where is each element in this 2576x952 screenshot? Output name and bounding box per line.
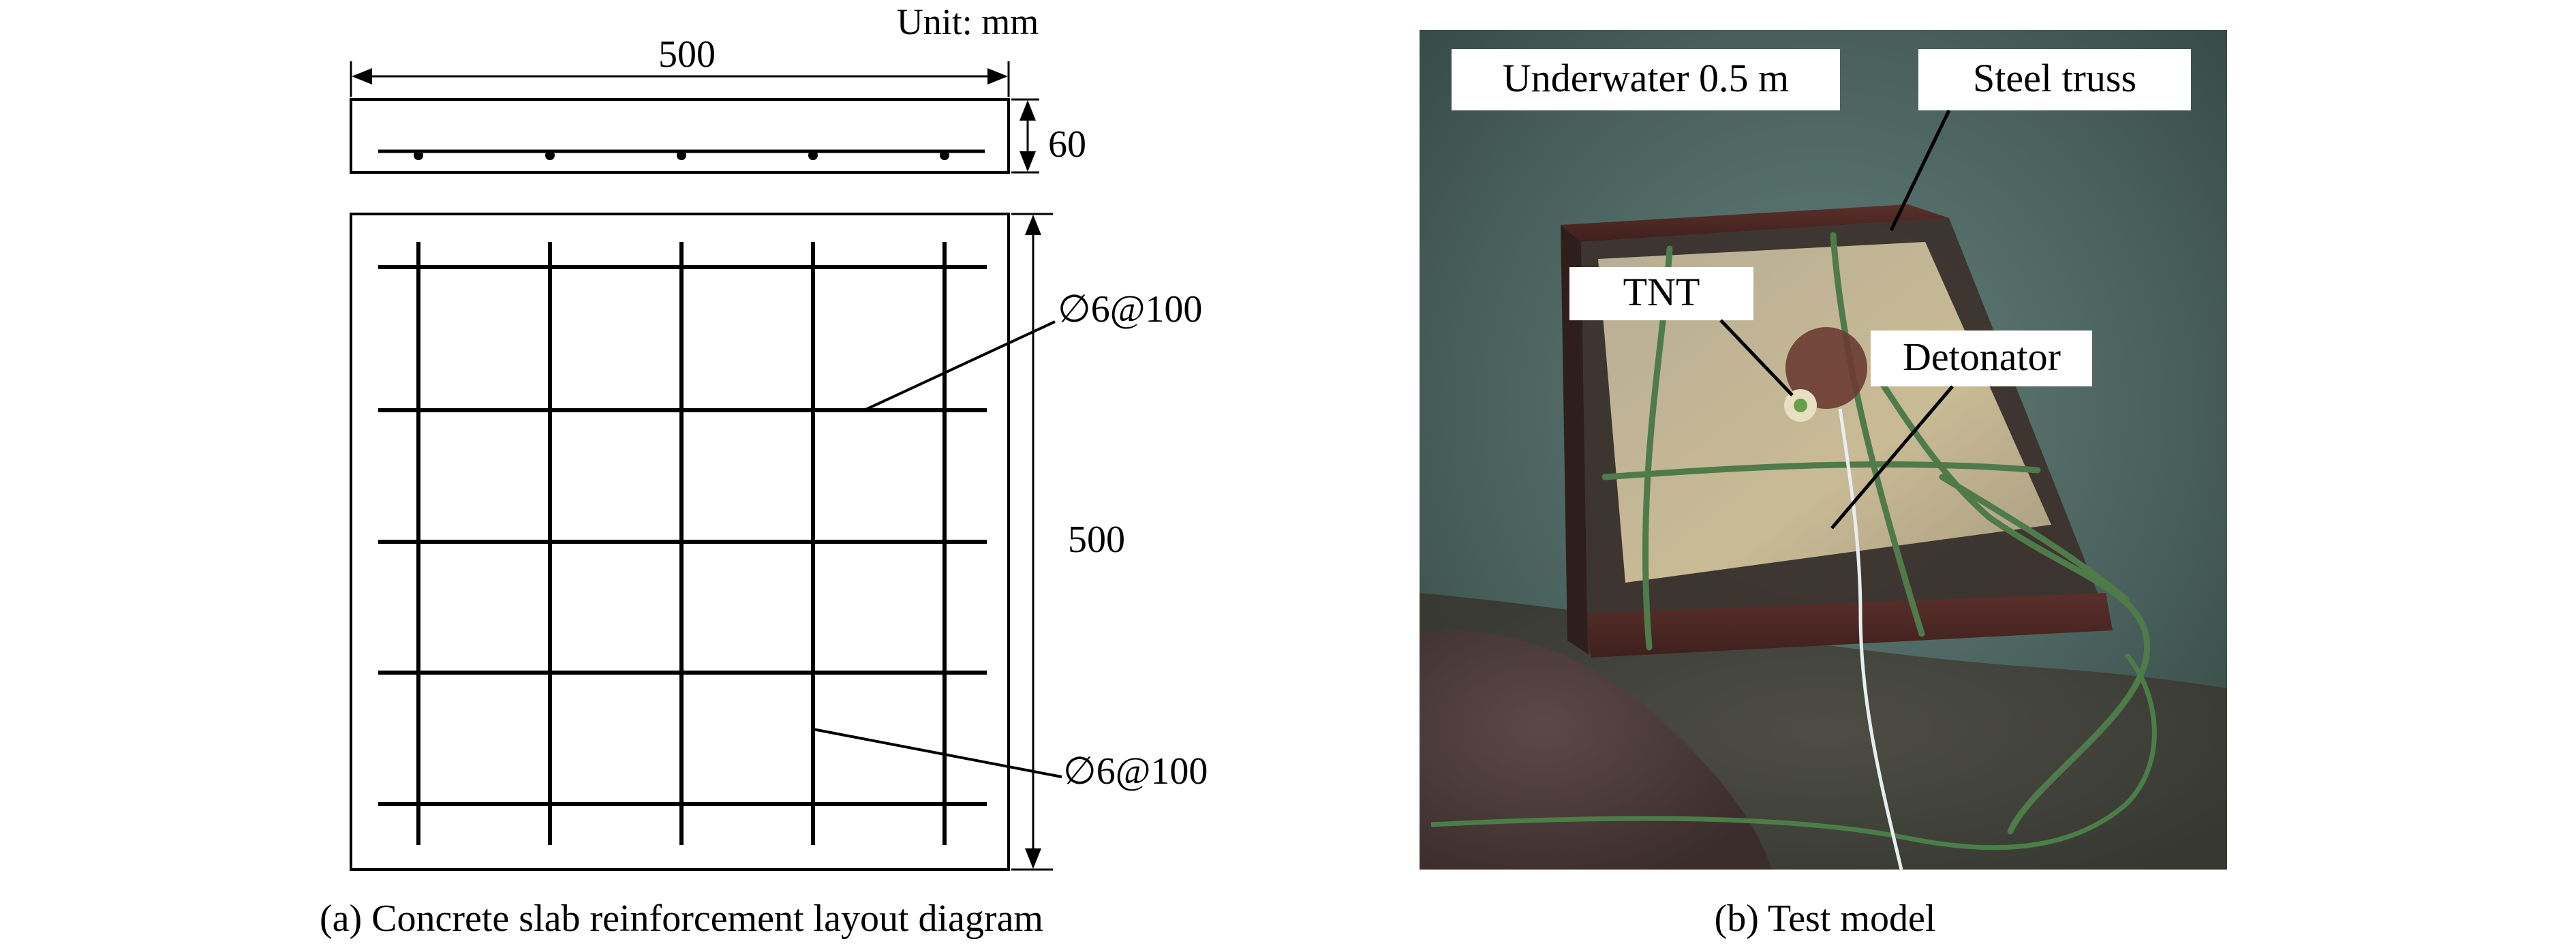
slab-section-view: [350, 98, 1010, 174]
label-tnt: TNT: [1569, 267, 1794, 397]
caption-a: (a) Concrete slab reinforcement layout d…: [320, 897, 1043, 940]
test-model-photo: Underwater 0.5 m Steel truss TNT Detonat…: [1420, 30, 2227, 940]
reinforcement-diagram: Unit: mm 500 60: [320, 1, 1208, 940]
thickness-value: 60: [1048, 123, 1086, 166]
side-dimension-value: 500: [1068, 519, 1125, 561]
thickness-dimension: 60: [1011, 98, 1086, 174]
label-depth-text: Underwater 0.5 m: [1503, 56, 1789, 100]
label-detonator: Detonator: [1830, 331, 2092, 529]
green-cable: [1430, 652, 2157, 850]
label-depth: Underwater 0.5 m: [1452, 49, 1840, 110]
rebar-label-lower: ∅6@100: [1063, 750, 1208, 793]
rebar-callout-lower: ∅6@100: [812, 728, 1208, 793]
rebar-dot: [677, 151, 686, 160]
label-detonator-text: Detonator: [1903, 335, 2061, 379]
top-dimension-value: 500: [658, 33, 716, 76]
label-truss: Steel truss: [1889, 49, 2191, 232]
rebar-dot: [414, 151, 423, 160]
unit-label: Unit: mm: [897, 1, 1039, 42]
rebar-dot: [808, 151, 818, 160]
concrete-slab: [1598, 242, 2051, 583]
caption-b: (b) Test model: [1715, 897, 1936, 940]
label-tnt-text: TNT: [1623, 270, 1700, 314]
rebar-callout-upper: ∅6@100: [863, 288, 1202, 412]
label-truss-text: Steel truss: [1973, 56, 2136, 100]
rebar-dot: [940, 151, 949, 160]
tnt-charge: [1784, 327, 1867, 422]
detonator-wire: [1838, 408, 1903, 870]
rock: [1420, 630, 1772, 870]
rebar-dot: [545, 151, 555, 160]
side-dimension: 500: [1011, 213, 1125, 871]
rebar-label-upper: ∅6@100: [1058, 288, 1202, 331]
slab-plan-view: [350, 213, 1010, 871]
top-dimension: 500: [350, 33, 1010, 97]
